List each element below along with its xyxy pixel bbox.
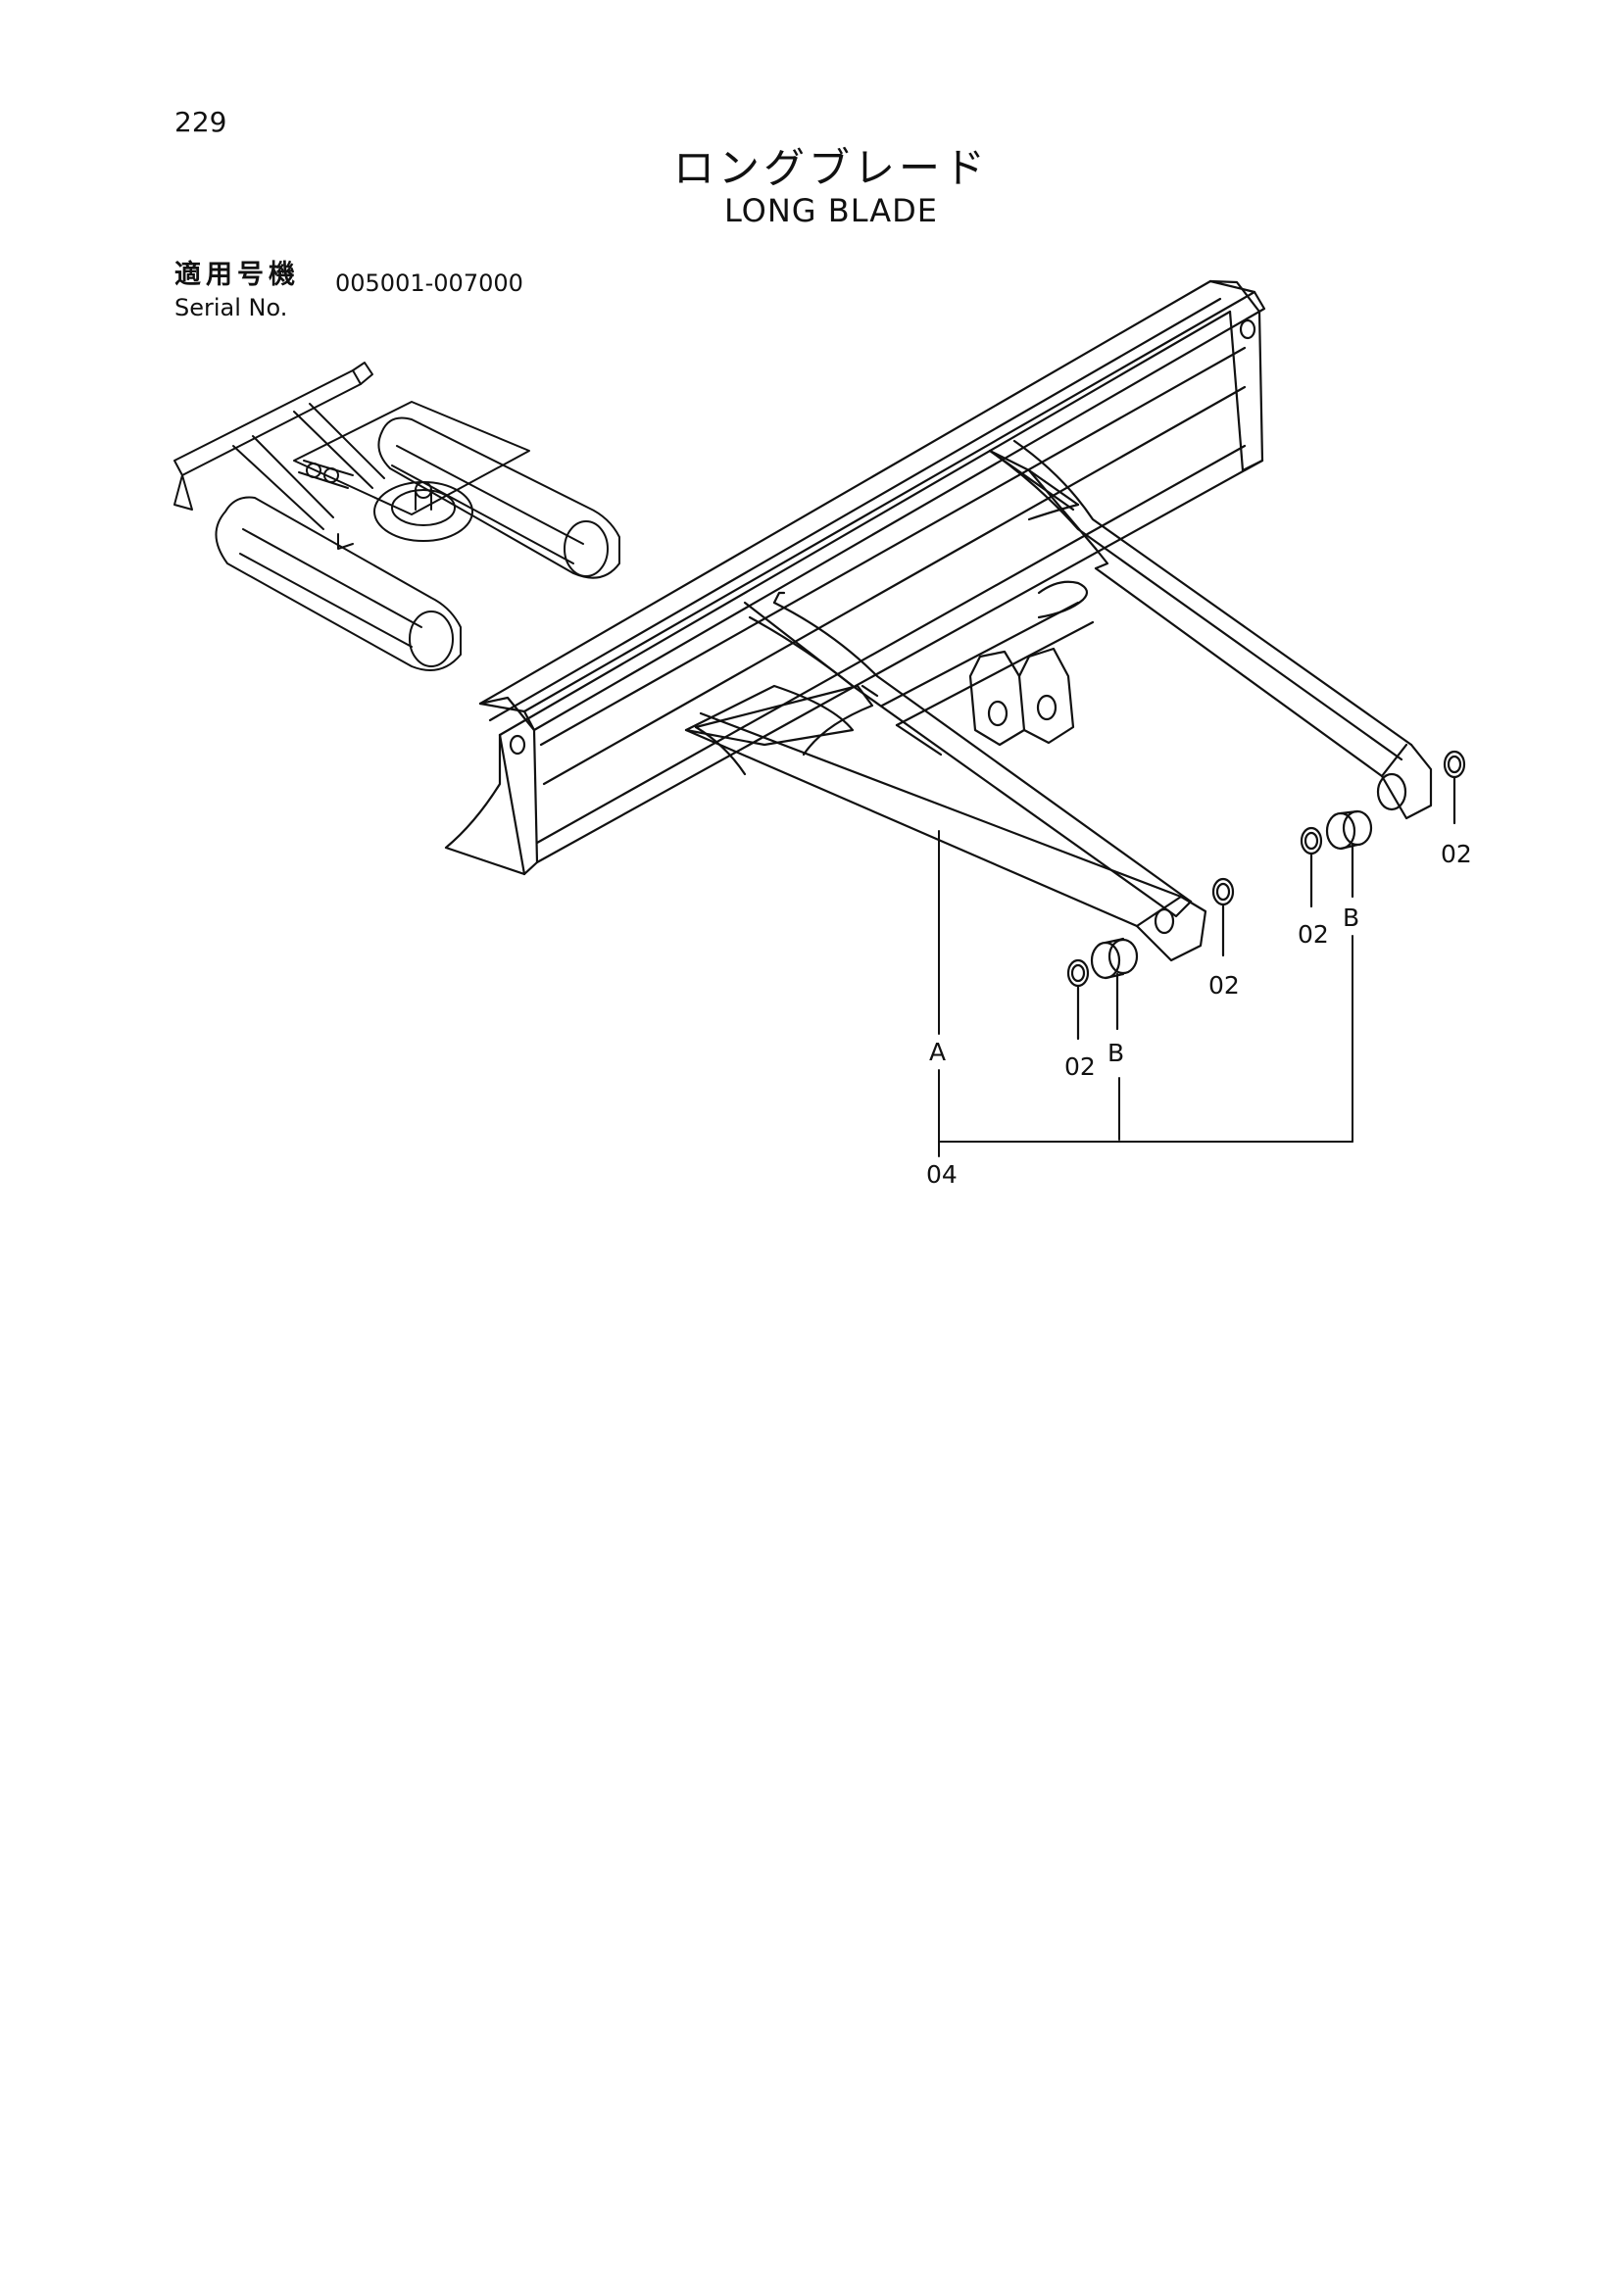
washer-left-mid bbox=[1066, 958, 1090, 1041]
long-blade-main-drawing bbox=[444, 279, 1433, 962]
callout-a: A bbox=[929, 1038, 946, 1066]
title-japanese: ロングブレード bbox=[672, 144, 989, 192]
callout-02-left-mid: 02 bbox=[1064, 1052, 1096, 1081]
serial-label-japanese: 適用号機 bbox=[174, 260, 300, 290]
washer-left-top bbox=[1211, 877, 1235, 957]
washer-right-mid bbox=[1300, 826, 1323, 908]
bushing-left bbox=[1090, 937, 1139, 1031]
callout-b-right: B bbox=[1343, 904, 1359, 932]
serial-label-english: Serial No. bbox=[174, 294, 288, 321]
callout-04-assembly: 04 bbox=[926, 1160, 958, 1189]
serial-range: 005001-007000 bbox=[335, 269, 523, 297]
callout-b-left: B bbox=[1107, 1039, 1124, 1067]
leader-lines bbox=[938, 830, 1353, 1157]
callout-02-right-top: 02 bbox=[1441, 840, 1472, 868]
callout-02-left-top: 02 bbox=[1208, 971, 1240, 1000]
page-number: 229 bbox=[174, 106, 227, 138]
callout-02-right-mid: 02 bbox=[1298, 920, 1329, 949]
title-english: LONG BLADE bbox=[723, 192, 939, 229]
washer-right-top bbox=[1443, 750, 1466, 825]
bushing-right bbox=[1325, 809, 1373, 899]
machine-overview-thumbnail bbox=[173, 362, 620, 671]
